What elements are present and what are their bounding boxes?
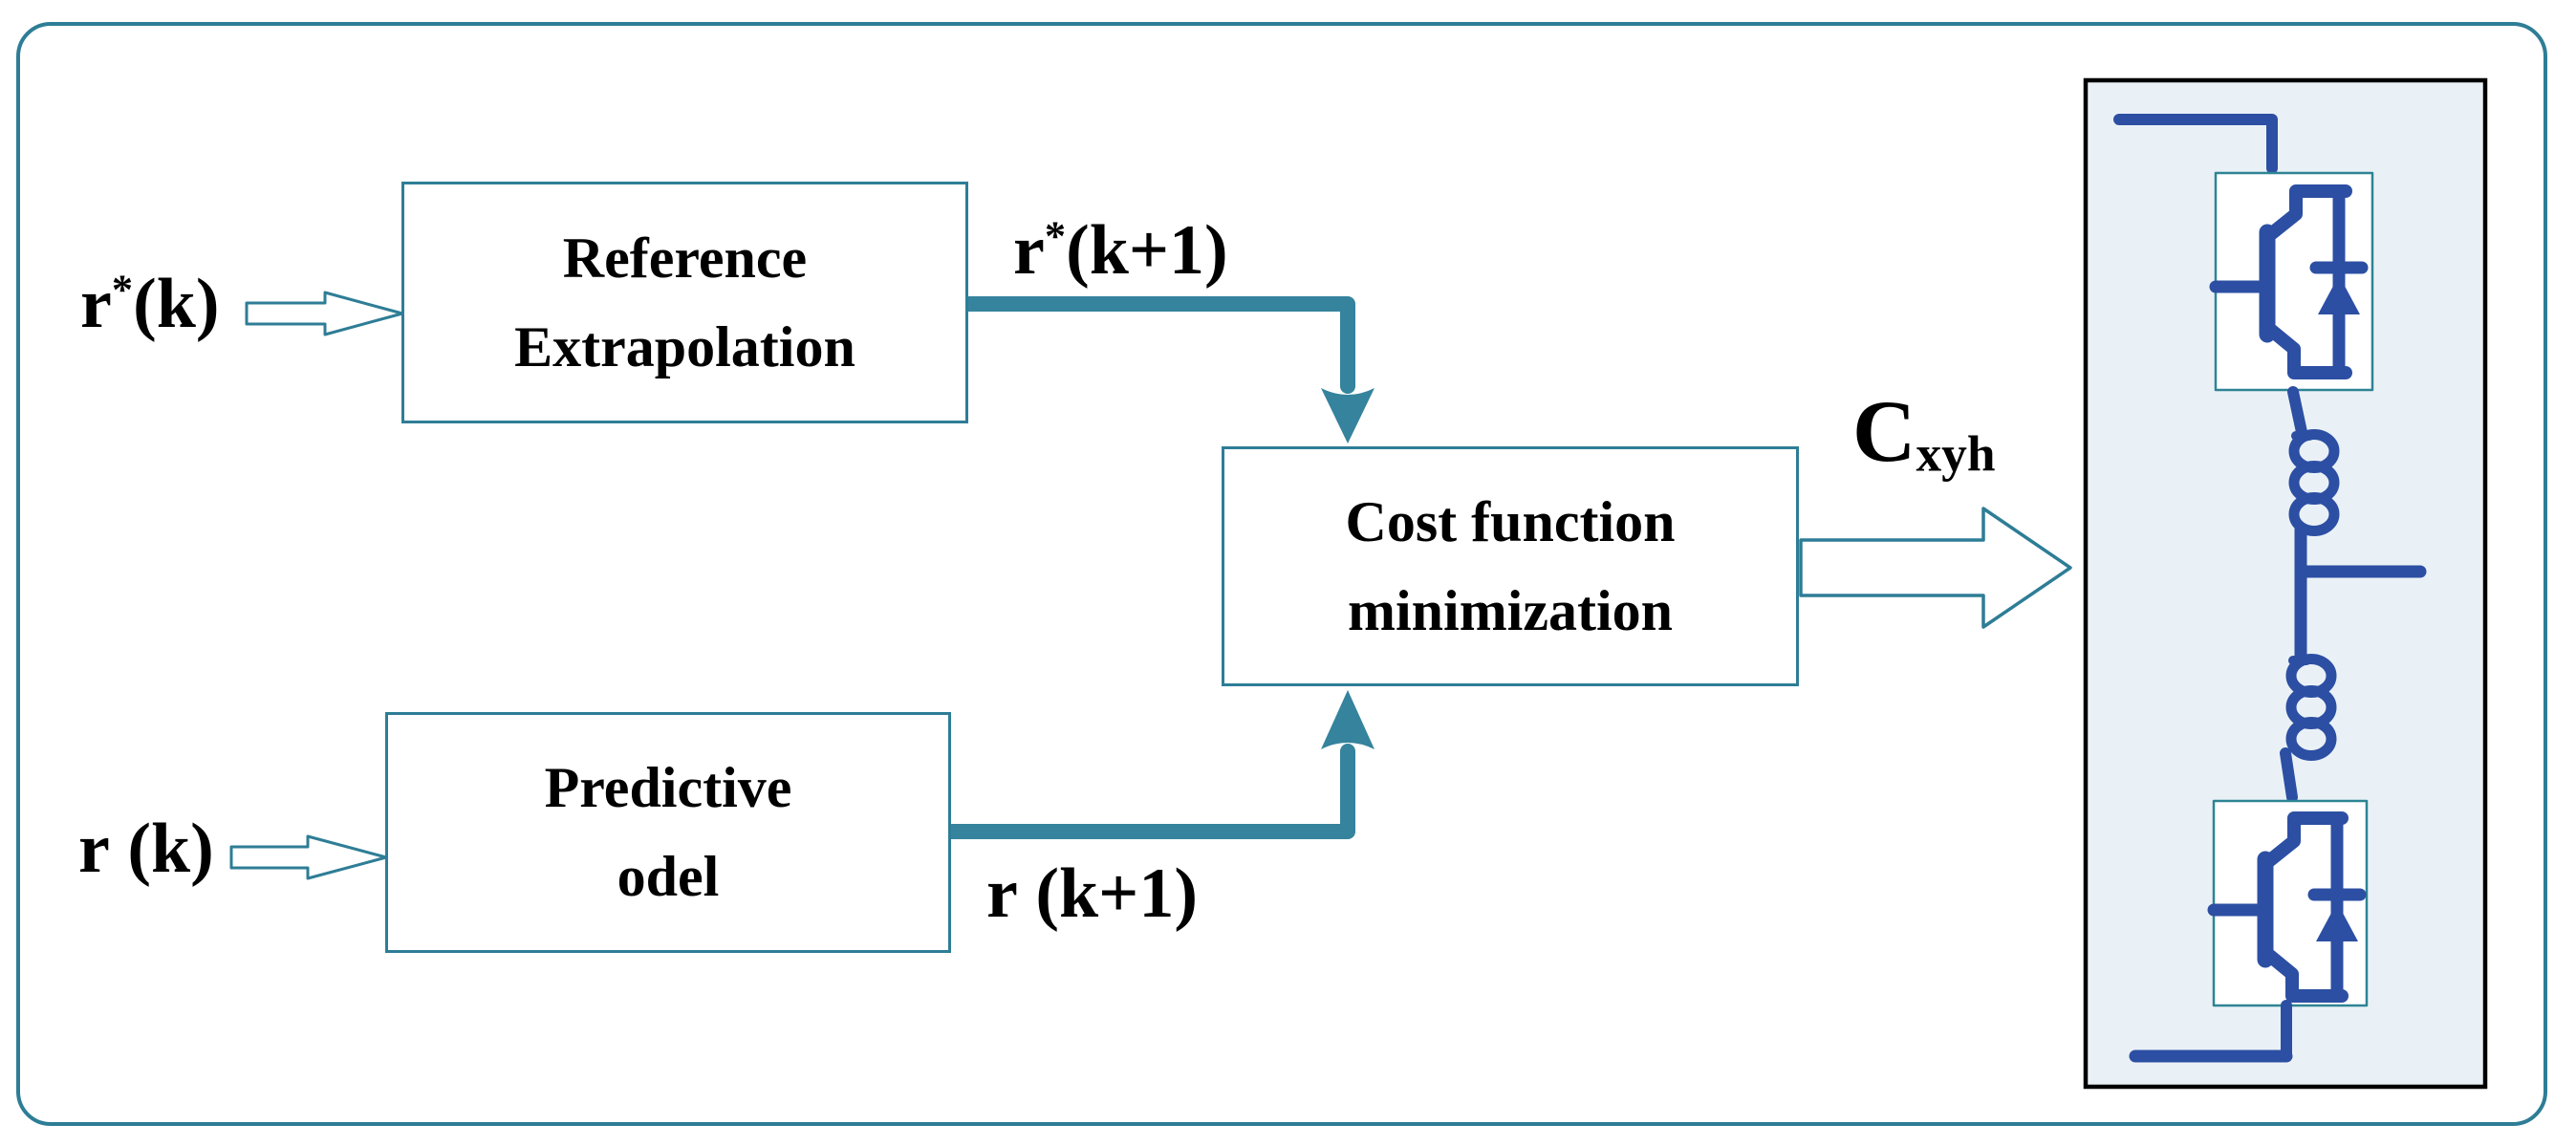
block-label-line: odel [617, 845, 720, 908]
output-arrow-icon [1799, 507, 2072, 629]
igbt-bottom-emitter [2259, 945, 2349, 1003]
signal-arrowhead-bottom-icon [1321, 690, 1375, 749]
igbt-bottom-icon [2207, 811, 2367, 1003]
label-rest: (k) [133, 265, 220, 343]
predictive-model-block: Predictive odel [385, 712, 951, 953]
igbt-bottom-collector [2259, 811, 2349, 871]
cost-function-minimization-block: Cost function minimization [1222, 446, 1799, 686]
igbt-top-collector [2261, 184, 2352, 244]
block-label-line: Cost function [1345, 489, 1676, 553]
reference-extrapolation-block: Reference Extrapolation [401, 182, 968, 423]
igbt-top-icon [2209, 184, 2369, 379]
predicted-value-label: r (k+1) [986, 854, 1198, 935]
block-label-line: Predictive [544, 756, 792, 819]
block-label-line: Reference [562, 226, 808, 290]
label-rest: (k+1) [1066, 211, 1228, 290]
label-base: r [80, 265, 112, 343]
extrapolated-reference-label: r*(k+1) [1013, 210, 1228, 292]
diagram-outer-border [16, 22, 2547, 1126]
switch-link-top [2287, 386, 2307, 438]
input-arrow-top-icon [245, 291, 404, 336]
inductor-top-icon [2288, 429, 2340, 536]
input-arrow-bottom-icon [229, 834, 388, 880]
label-base: r [78, 810, 110, 888]
inductor-bottom-icon [2285, 654, 2337, 761]
igbt-top-emitter [2261, 320, 2352, 379]
diode-top-triangle-icon [2318, 275, 2360, 314]
label-base: r [986, 854, 1018, 933]
label-base: r [1013, 211, 1045, 290]
dc-wire-top [2113, 114, 2278, 174]
signal-arrowhead-top-icon [1321, 388, 1375, 443]
block-label-line: Extrapolation [514, 314, 855, 378]
switch-link-bottom [2280, 747, 2298, 803]
block-label-line: minimization [1348, 578, 1673, 642]
signal-path-bottom [943, 744, 1355, 839]
diode-bottom-triangle-icon [2316, 902, 2358, 941]
label-superscript: * [111, 265, 134, 314]
label-rest: (k) [109, 810, 214, 888]
switching-command-label: Cxyh [1852, 380, 1996, 483]
converter-panel [2083, 77, 2488, 1090]
signal-path-top [961, 296, 1355, 394]
reference-input-label: r*(k) [80, 264, 220, 345]
label-base: C [1852, 382, 1916, 480]
measured-input-label: r (k) [78, 809, 214, 890]
label-superscript: * [1044, 211, 1067, 260]
label-subscript: xyh [1916, 424, 1996, 483]
label-rest: (k+1) [1017, 854, 1198, 933]
